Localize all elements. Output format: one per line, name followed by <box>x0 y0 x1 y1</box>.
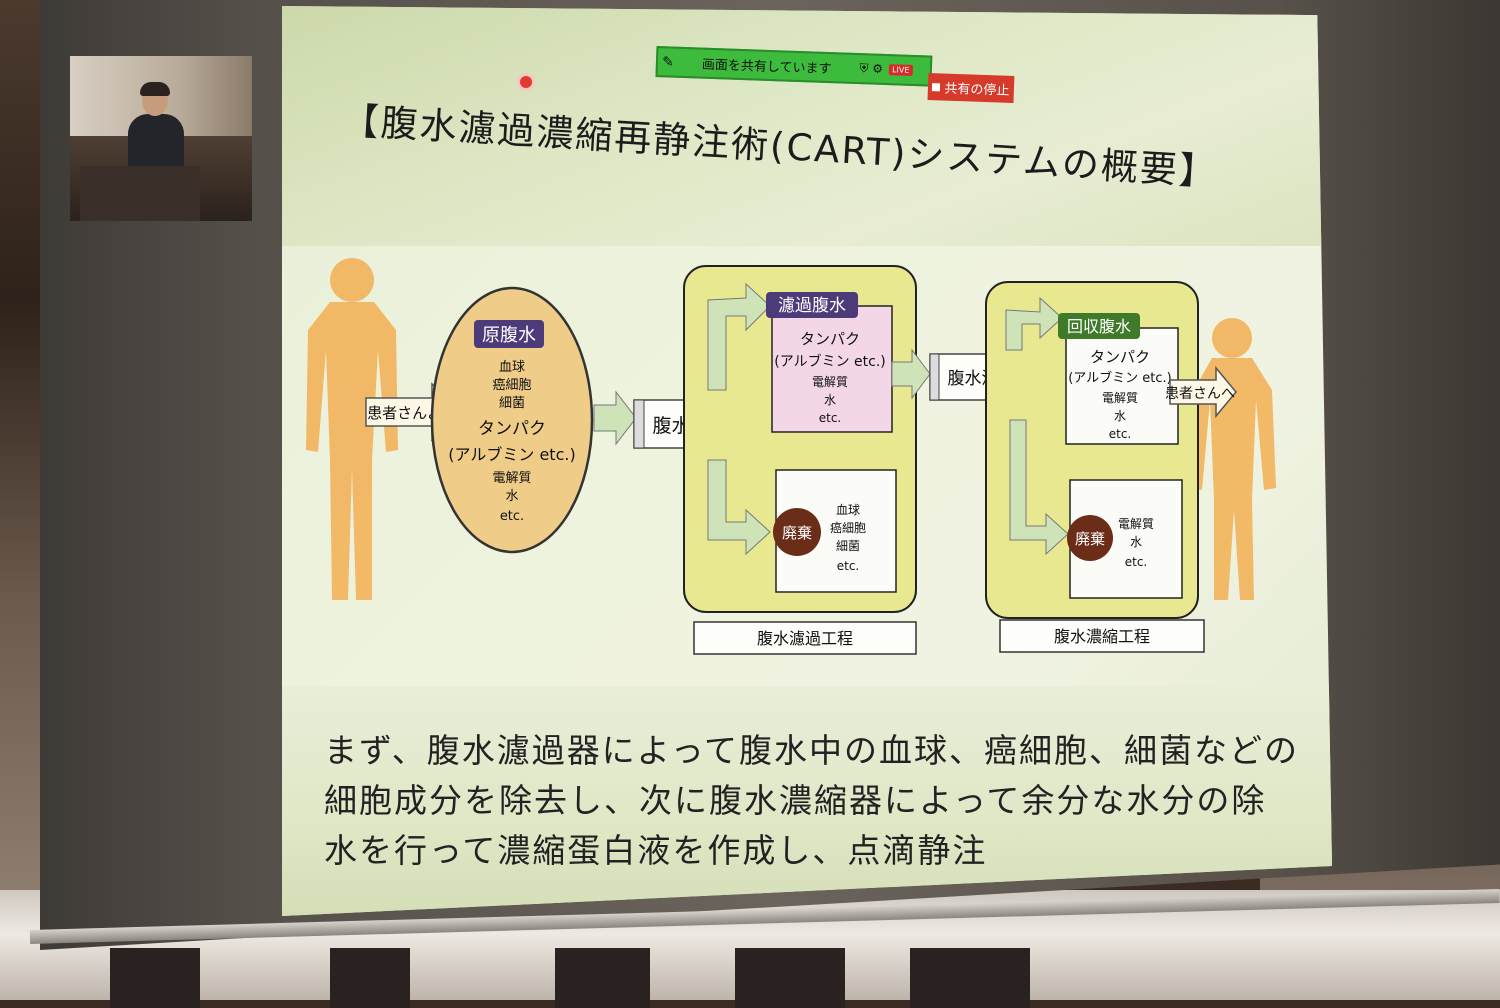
table-card <box>910 948 1030 1008</box>
filtered-item: etc. <box>819 411 842 425</box>
table-card <box>110 948 200 1008</box>
filtration-stage-panel: 濾過腹水 タンパク (アルブミン etc.) 電解質 水 etc. 廃棄 血球 … <box>683 265 917 613</box>
raw-item: タンパク <box>478 419 546 439</box>
filtered-item: タンパク <box>800 330 860 348</box>
raw-ascites-label: 原腹水 <box>482 325 536 346</box>
raw-item: 血球 <box>499 360 525 375</box>
concentrate-waste-item: etc. <box>1125 555 1148 569</box>
raw-item: (アルブミン etc.) <box>448 445 575 464</box>
concentration-stage-panel: 回収腹水 タンパク (アルブミン etc.) 電解質 水 etc. 廃棄 電解質… <box>985 281 1199 619</box>
patient-silhouette-left <box>306 258 398 600</box>
filtered-ascites-label: 濾過腹水 <box>778 296 846 316</box>
filtration-step-label-box: 腹水濾過工程 <box>693 621 917 655</box>
slide-body-line-2: 細胞成分を除去し、次に腹水濃縮器によって余分な水分の除 <box>324 781 1267 820</box>
concentrate-waste-item: 水 <box>1130 535 1142 549</box>
arrow-to-patient: 患者さんへ <box>1165 365 1237 419</box>
filtered-item: 水 <box>824 393 836 407</box>
raw-item: 水 <box>505 489 518 504</box>
slide-header-background <box>282 6 1332 246</box>
to-patient-label: 患者さんへ <box>1165 386 1235 402</box>
recovered-item: 水 <box>1114 409 1126 423</box>
filter-waste-item: 細菌 <box>836 539 860 553</box>
slide-body-line-1: まず、腹水濾過器によって腹水中の血球、癌細胞、細菌などの <box>324 731 1300 770</box>
recovered-item: 電解質 <box>1102 390 1138 405</box>
table-card <box>735 948 845 1008</box>
table-card <box>330 948 410 1008</box>
filtration-step-label: 腹水濾過工程 <box>757 629 853 648</box>
recovered-ascites-label: 回収腹水 <box>1067 317 1131 336</box>
recovered-item: etc. <box>1109 427 1132 441</box>
raw-item: etc. <box>500 509 524 524</box>
raw-ascites-ellipse: 原腹水 血球 癌細胞 細菌 タンパク (アルブミン etc.) 電解質 水 et… <box>430 286 594 554</box>
slide-body-line-3: 水を行って濃縮蛋白液を作成し、点滴静注 <box>324 831 988 870</box>
lectern <box>80 166 200 221</box>
filter-waste-item: etc. <box>837 559 860 573</box>
table-card <box>555 948 650 1008</box>
filter-waste-item: 癌細胞 <box>830 520 866 535</box>
presenter-hair <box>140 82 170 96</box>
filtered-item: (アルブミン etc.) <box>774 353 885 370</box>
raw-item: 細菌 <box>499 396 525 411</box>
arrow-to-concentrator <box>891 348 931 400</box>
recovered-item: タンパク <box>1090 348 1150 366</box>
patient-silhouette-right <box>1190 318 1276 600</box>
raw-item: 癌細胞 <box>492 377 531 393</box>
recording-indicator-icon <box>520 76 532 88</box>
webcam-video <box>70 56 252 221</box>
concentrate-waste-label: 廃棄 <box>1075 530 1105 548</box>
filter-waste-label: 廃棄 <box>782 524 812 542</box>
filter-waste-item: 血球 <box>836 503 860 517</box>
recovered-item: (アルブミン etc.) <box>1068 370 1172 386</box>
concentration-step-label: 腹水濃縮工程 <box>1054 627 1150 646</box>
arrow-to-filter <box>593 390 637 446</box>
filtered-item: 電解質 <box>812 374 848 389</box>
concentration-step-label-box: 腹水濃縮工程 <box>999 619 1205 653</box>
raw-item: 電解質 <box>492 471 531 486</box>
concentrate-waste-item: 電解質 <box>1118 516 1154 531</box>
